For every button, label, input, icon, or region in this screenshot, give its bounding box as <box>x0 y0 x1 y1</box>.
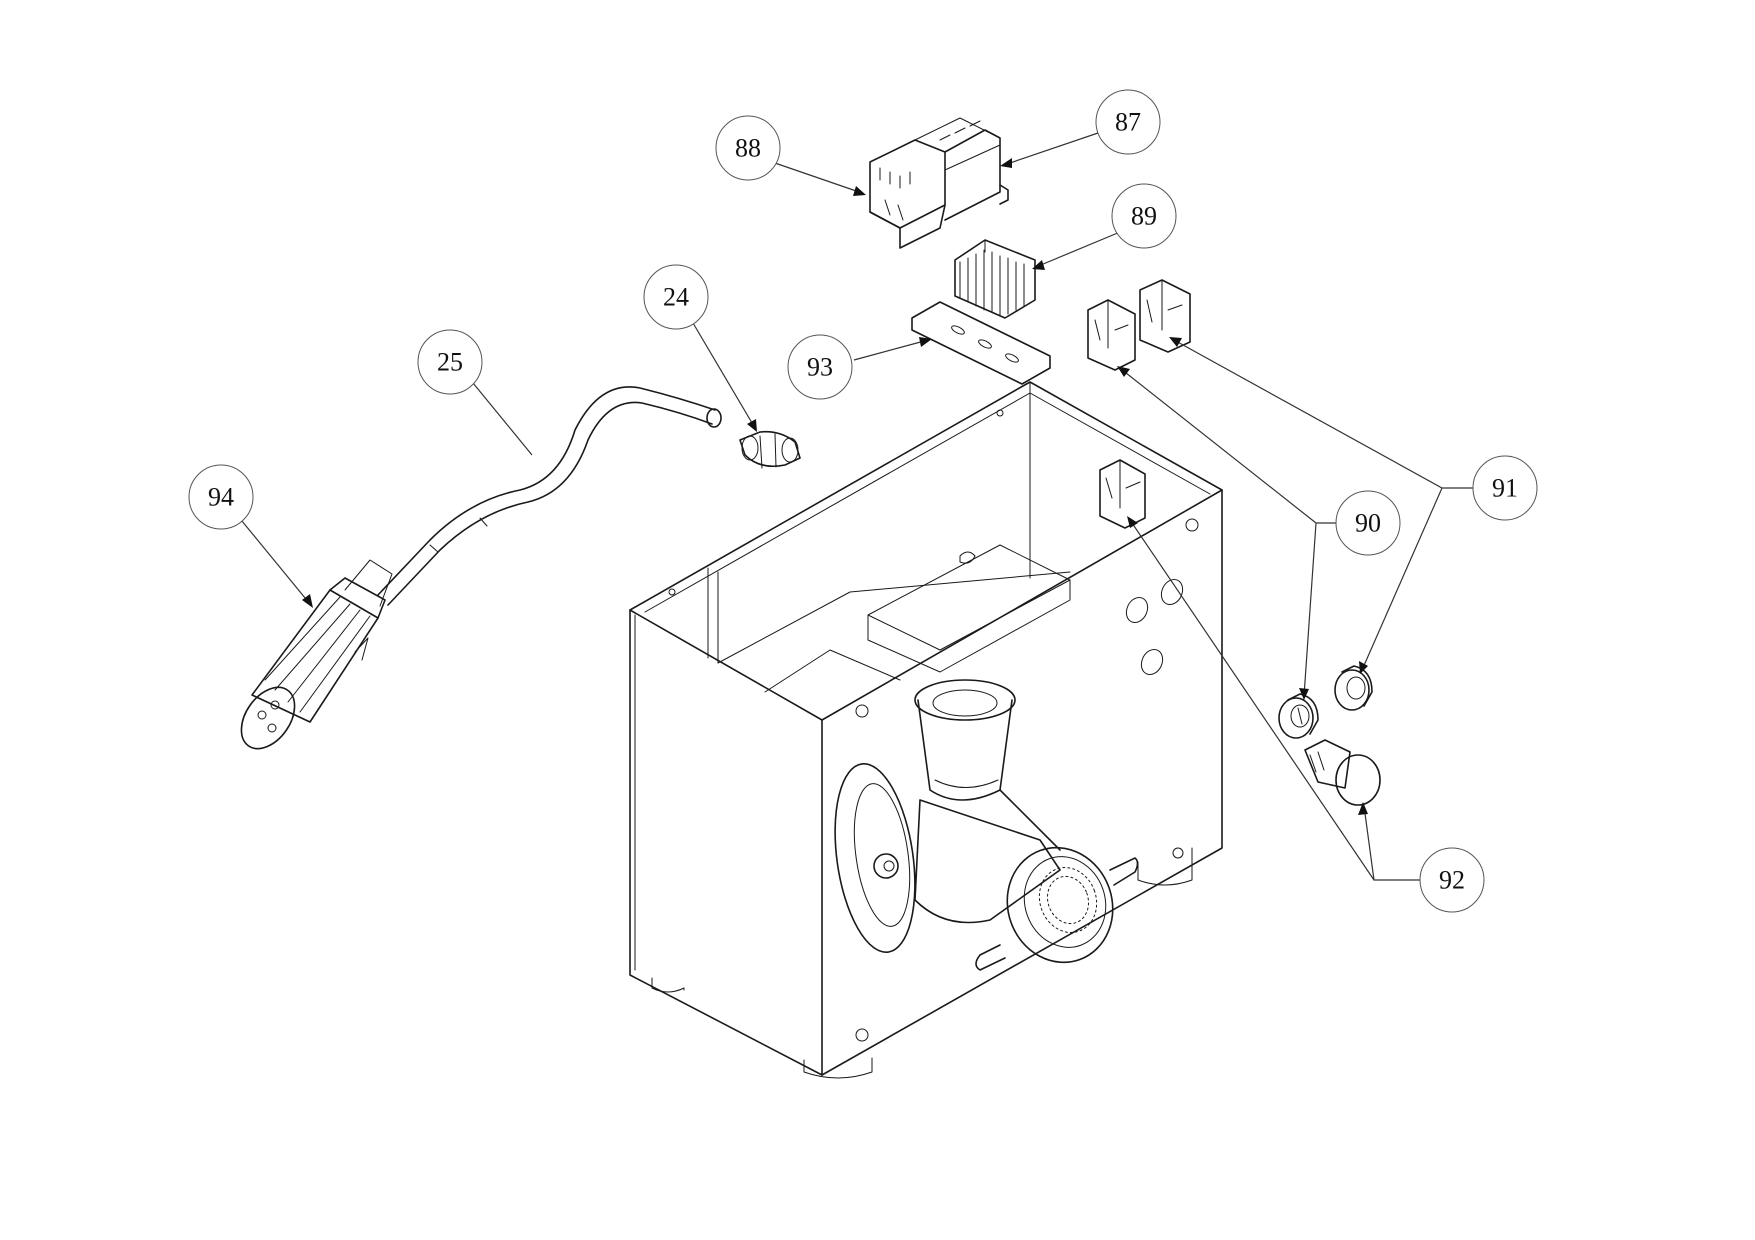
callout-89: 89 <box>1111 183 1177 249</box>
callout-88: 88 <box>715 115 781 181</box>
callout-24-label: 24 <box>663 283 689 312</box>
pushbuttons <box>1278 665 1381 806</box>
power-cable <box>377 386 722 606</box>
contactor-assembly <box>869 117 1009 249</box>
callout-24: 24 <box>643 264 709 330</box>
callout-87-label: 87 <box>1115 108 1141 137</box>
contact-blocks-top <box>1087 279 1191 371</box>
callout-94-label: 94 <box>208 483 234 512</box>
callout-87: 87 <box>1095 89 1161 155</box>
callout-89-label: 89 <box>1131 202 1157 231</box>
callout-92: 92 <box>1419 847 1485 913</box>
callout-25-label: 25 <box>437 348 463 377</box>
power-plug <box>240 559 393 750</box>
callout-90-label: 90 <box>1355 509 1381 538</box>
contact-block-inner <box>1099 459 1146 529</box>
din-rail <box>911 301 1051 385</box>
cable-gland <box>739 430 801 469</box>
cabinet-housing <box>629 381 1223 1079</box>
callout-88-label: 88 <box>735 134 761 163</box>
callout-90: 90 <box>1335 490 1401 556</box>
callout-92-label: 92 <box>1439 866 1465 895</box>
callout-91-label: 91 <box>1492 474 1518 503</box>
grinder-head <box>834 679 1139 971</box>
callout-93-label: 93 <box>807 353 833 382</box>
terminal-block <box>954 239 1036 319</box>
callout-93: 93 <box>787 334 853 400</box>
callout-94: 94 <box>188 464 254 530</box>
leader-lines <box>236 132 1473 881</box>
callout-25: 25 <box>417 329 483 395</box>
callout-91: 91 <box>1472 455 1538 521</box>
